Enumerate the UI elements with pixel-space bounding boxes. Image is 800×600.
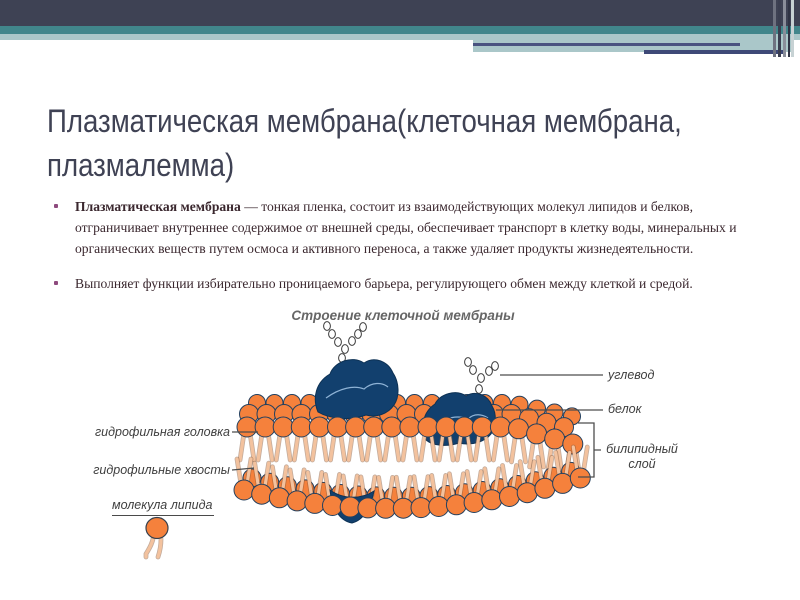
- label-hydrophilic-tails: гидрофильные хвосты: [93, 463, 230, 477]
- header-bar-teal: [0, 26, 800, 34]
- header-accent-line-1: [473, 43, 740, 46]
- bullet-item: Выполняет функции избирательно проницаем…: [47, 273, 753, 294]
- diagram-caption: Строение клеточной мембраны: [291, 308, 515, 323]
- header-vertical-stripe: [778, 0, 781, 57]
- header-accent-line-2: [644, 50, 786, 54]
- protein-top-left: [314, 359, 399, 420]
- header-vertical-stripe: [788, 0, 790, 57]
- label-lipid-molecule: молекула липида: [112, 498, 215, 516]
- bilayer-bracket: [578, 422, 601, 478]
- header-vertical-stripe: [773, 0, 776, 57]
- slide-title-line2: плазмалемма): [47, 147, 235, 183]
- label-bilipid-layer: билипидный слой: [606, 442, 678, 471]
- bullet-marker: [54, 281, 58, 285]
- lipid-heads-bottom-front: [233, 467, 591, 519]
- bullet-body-text: Выполняет функции избирательно проницаем…: [75, 276, 693, 291]
- slide-title-line1: Плазматическая мембрана(клеточная мембра…: [47, 103, 682, 139]
- lipid-tails-bottom: [234, 444, 590, 505]
- slide-title: Плазматическая мембрана(клеточная мембра…: [47, 99, 778, 187]
- bullet-item: Плазматическая мембрана — тонкая пленка,…: [47, 196, 753, 259]
- lipid-molecule-icon: [143, 516, 169, 560]
- bullet-marker: [54, 204, 58, 208]
- lipid-heads-top-front: [236, 416, 584, 455]
- header-bar-dark: [0, 0, 800, 26]
- header-vertical-stripe: [783, 0, 786, 57]
- label-hydrophilic-head: гидрофильная головка: [94, 425, 230, 439]
- bullet-lead-text: Плазматическая мембрана: [75, 199, 241, 214]
- bullet-body-text: — тонкая пленка, состоит из взаимодейств…: [75, 199, 737, 256]
- label-lines: [231, 374, 603, 471]
- bullet-list: Плазматическая мембрана — тонкая пленка,…: [47, 196, 753, 308]
- header-vertical-stripe: [791, 0, 794, 57]
- label-protein: белок: [608, 402, 642, 416]
- label-carbohydrate: углевод: [608, 368, 655, 382]
- header-bar-light-teal: [0, 34, 800, 40]
